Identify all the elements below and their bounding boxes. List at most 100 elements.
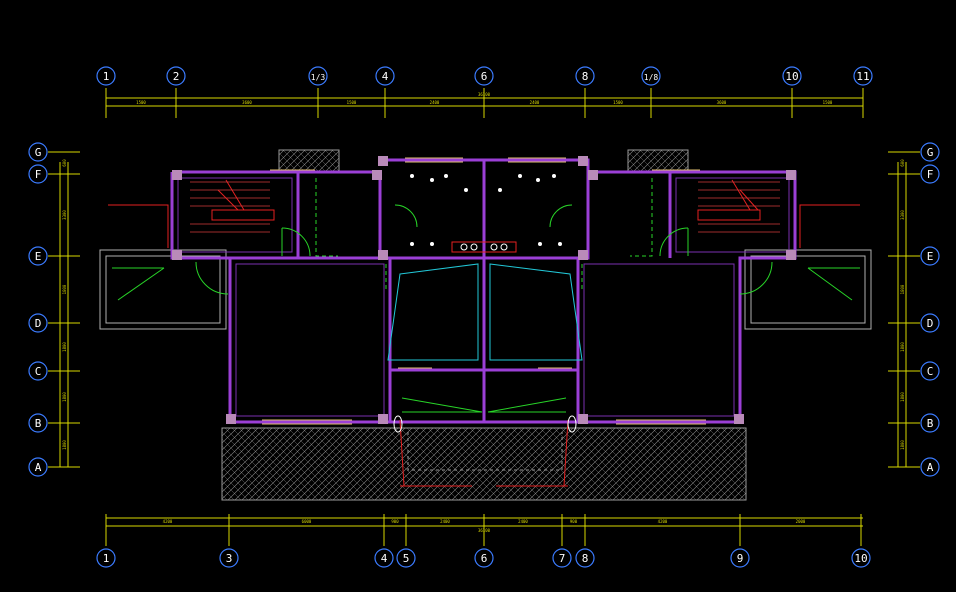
dim-left-0: 600 xyxy=(62,159,67,167)
axis-circle xyxy=(28,246,48,266)
axis-label: 10 xyxy=(854,552,867,565)
dim-right-2: 1800 xyxy=(900,284,905,294)
axis-label: A xyxy=(35,461,42,474)
axis-label: 4 xyxy=(381,552,388,565)
terrace-hatch xyxy=(221,149,747,501)
lobby-details xyxy=(410,174,562,246)
axis-circle xyxy=(28,142,48,162)
axis-label: C xyxy=(927,365,934,378)
dim-top-4: 2400 xyxy=(530,100,540,105)
balcony-left xyxy=(99,249,227,330)
axis-right-3: D xyxy=(920,313,940,333)
axis-label: B xyxy=(927,417,934,430)
axis-circle xyxy=(575,548,595,568)
axis-circle xyxy=(920,313,940,333)
axis-top-1: 2 xyxy=(166,66,186,86)
front-terrace xyxy=(221,427,747,501)
axis-label: F xyxy=(927,168,934,181)
dim-left-3: 1800 xyxy=(62,342,67,352)
axis-left-5: B xyxy=(28,413,48,433)
axis-circle xyxy=(28,413,48,433)
axis-label: D xyxy=(35,317,42,330)
axis-bottom-5: 7 xyxy=(552,548,572,568)
axis-bottom-0: 1 xyxy=(96,548,116,568)
axis-label: B xyxy=(35,417,42,430)
balcony-right xyxy=(744,249,872,330)
windows xyxy=(262,157,706,425)
axis-circle xyxy=(166,66,186,86)
axis-circle xyxy=(96,66,116,86)
axis-bottom-4: 6 xyxy=(474,548,494,568)
axis-label: 1 xyxy=(103,552,110,565)
axis-bottom-1: 3 xyxy=(219,548,239,568)
dim-bottom-3: 2400 xyxy=(440,519,450,524)
axis-left-1: F xyxy=(28,164,48,184)
axis-label: 3 xyxy=(226,552,233,565)
axis-bottom-7: 9 xyxy=(730,548,750,568)
stairs xyxy=(108,179,860,487)
dim-bottom-4: 2400 xyxy=(518,519,528,524)
axis-top-5: 8 xyxy=(575,66,595,86)
axis-label: A xyxy=(927,461,934,474)
axis-label: 6 xyxy=(481,70,488,83)
axis-bottom-8: 10 xyxy=(851,548,871,568)
axis-circle xyxy=(308,66,328,86)
axis-circle xyxy=(851,548,871,568)
dim-bottom-6: 4200 xyxy=(658,519,668,524)
axis-label: G xyxy=(927,146,934,159)
axis-top-2: 1/3 xyxy=(308,66,328,86)
dim-right-1: 3300 xyxy=(900,210,905,220)
axis-right-6: A xyxy=(920,457,940,477)
columns xyxy=(172,156,796,424)
axis-circle xyxy=(552,548,572,568)
axis-label: 5 xyxy=(403,552,410,565)
axis-right-1: F xyxy=(920,164,940,184)
dim-right-5: 1800 xyxy=(900,440,905,450)
axis-right-5: B xyxy=(920,413,940,433)
axis-circle xyxy=(28,361,48,381)
axis-left-6: A xyxy=(28,457,48,477)
axis-circle xyxy=(474,66,494,86)
axis-circle xyxy=(782,66,802,86)
axis-left-0: G xyxy=(28,142,48,162)
axis-label: 1 xyxy=(103,70,110,83)
axis-label: 6 xyxy=(481,552,488,565)
dim-top-6: 3600 xyxy=(717,100,727,105)
axis-circle xyxy=(853,66,873,86)
axis-label: 8 xyxy=(582,70,589,83)
dim-bottom-0: 4200 xyxy=(163,519,173,524)
axis-circle xyxy=(920,246,940,266)
dim-bottom-2: 900 xyxy=(391,519,399,524)
dim-top-3: 2400 xyxy=(430,100,440,105)
axis-label: 1/8 xyxy=(644,73,659,82)
axis-label: C xyxy=(35,365,42,378)
axis-top-7: 10 xyxy=(782,66,802,86)
axis-top-8: 11 xyxy=(853,66,873,86)
doors xyxy=(112,178,860,471)
axis-bottom-3: 5 xyxy=(396,548,416,568)
dim-right-4: 1800 xyxy=(900,392,905,402)
axis-right-2: E xyxy=(920,246,940,266)
axis-circle xyxy=(920,164,940,184)
axis-label: D xyxy=(927,317,934,330)
axis-label: 4 xyxy=(382,70,389,83)
dim-left-2: 1800 xyxy=(62,284,67,294)
axis-label: 10 xyxy=(785,70,798,83)
chimney-right xyxy=(627,149,689,173)
axis-circle xyxy=(396,548,416,568)
axis-left-3: D xyxy=(28,313,48,333)
axis-label: 8 xyxy=(582,552,589,565)
axis-top-3: 4 xyxy=(375,66,395,86)
axis-circle xyxy=(641,66,661,86)
axis-circle xyxy=(374,548,394,568)
axis-top-4: 6 xyxy=(474,66,494,86)
axis-circle xyxy=(375,66,395,86)
dim-bottom-7: 2000 xyxy=(796,519,806,524)
axis-label: 1/3 xyxy=(311,73,326,82)
axis-circle xyxy=(730,548,750,568)
axis-circle xyxy=(920,361,940,381)
